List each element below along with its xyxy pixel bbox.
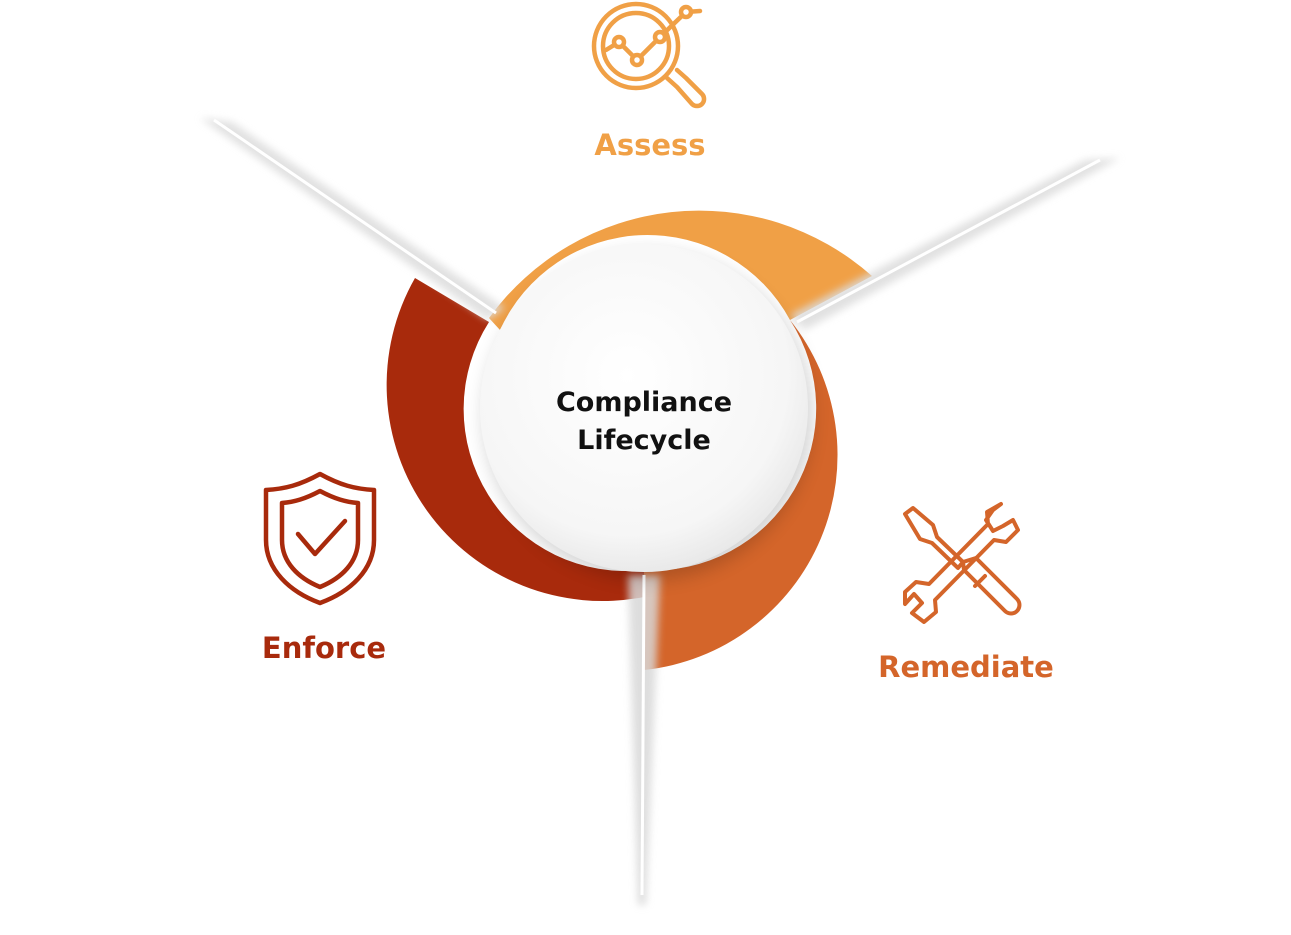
divider-top-right: [790, 158, 1120, 330]
step-label-assess: Assess: [594, 128, 705, 162]
step-label-remediate: Remediate: [878, 650, 1054, 684]
divider-blades: [200, 118, 1120, 905]
divider-top-left: [200, 118, 505, 320]
magnifier-chart-icon: [591, 1, 707, 109]
center-title-line2: Lifecycle: [577, 425, 711, 456]
center-title-line1: Compliance: [556, 387, 732, 418]
center-circle: [480, 244, 808, 572]
screwdriver-wrench-icon: [903, 502, 1022, 624]
shield-check-icon: [263, 471, 377, 606]
enforce-segment: [386, 278, 644, 601]
assess-segment: [489, 210, 872, 330]
step-label-enforce: Enforce: [262, 631, 386, 665]
remediate-segment: [644, 320, 838, 670]
